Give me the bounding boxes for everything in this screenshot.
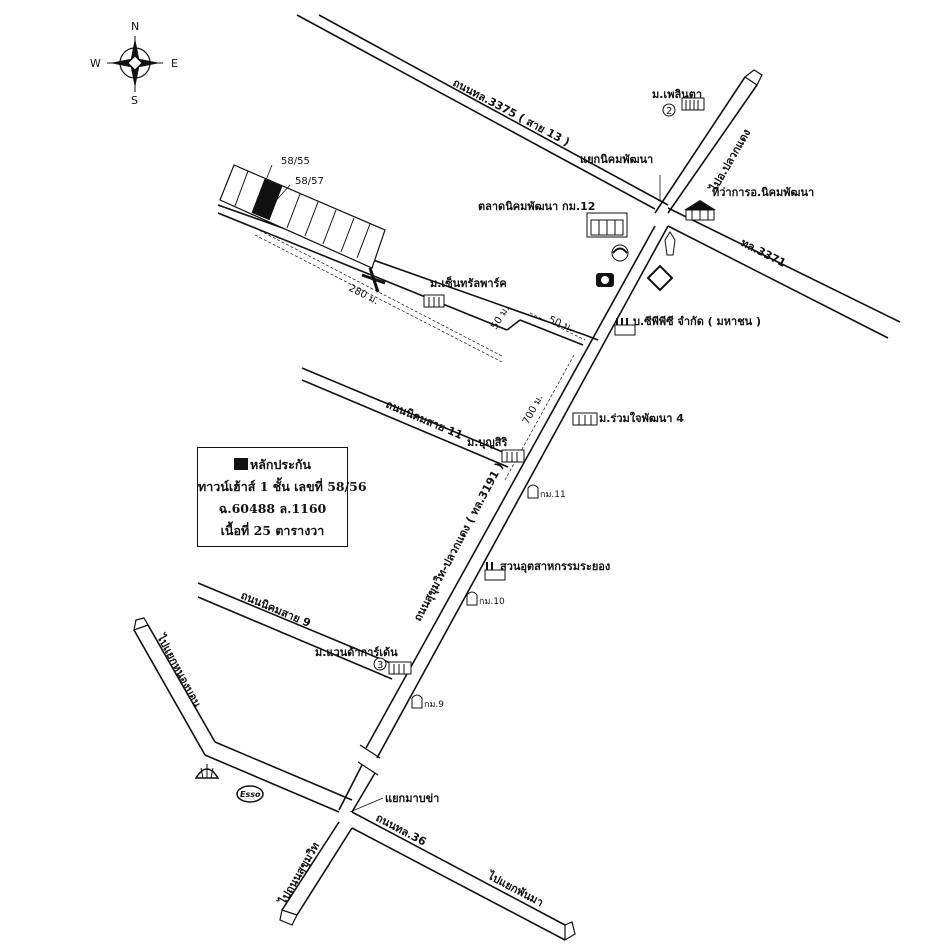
factory-icon <box>614 318 636 336</box>
road-to-pluak-daeng <box>654 69 763 214</box>
road-nikhom-11 <box>301 367 511 468</box>
road-access-soi <box>217 204 599 346</box>
km10-label: กม.10 <box>479 597 505 607</box>
market-label: ตลาดนิคมพัฒนา กม.12 <box>478 200 595 213</box>
compass-rose-icon <box>107 36 163 92</box>
compass-north: N <box>131 20 139 33</box>
village-icon <box>501 449 525 463</box>
road-36 <box>351 811 576 942</box>
road-3371 <box>667 207 901 339</box>
factory-icon <box>484 562 506 581</box>
km-marker-icon <box>527 484 539 499</box>
compass-west: W <box>90 57 101 70</box>
central-park-label: ม.เซ็นทรัลพาร์ค <box>430 276 507 290</box>
legend-line3: เนื้อที่ 25 ตารางวา <box>220 523 325 538</box>
junction-nikhom-label: แยกนิคมพัฒนา <box>580 153 653 166</box>
cpp-label: บ.ซีพีพีซี จำกัด ( มหาชน ) <box>633 315 761 328</box>
road-to-nong-bon <box>133 617 353 813</box>
distance-700m: 700 ม. <box>521 393 546 426</box>
market-building-icon <box>586 212 628 238</box>
compass-south: S <box>131 94 138 107</box>
km11-label: กม.11 <box>540 490 566 500</box>
km-marker-icon <box>411 694 423 709</box>
temple-icon <box>664 231 676 256</box>
industrial-estate-label: สวนอุตสาหกรรมระยอง <box>500 560 610 574</box>
road-to-sukhumvit-label: ไปถนนสุขุมวิท <box>274 840 323 909</box>
village-icon <box>423 294 445 308</box>
village-icon <box>681 97 705 111</box>
government-building-icon <box>684 200 716 221</box>
km9-label: กม.9 <box>424 700 444 710</box>
gate-icon <box>361 267 386 293</box>
legend-line2: ฉ.60488 ล.1160 <box>218 501 327 516</box>
road-to-nong-bon-label: ไปแยกหนองบอน <box>153 630 204 710</box>
collateral-legend: หลักประกัน ทาวน์เฮ้าส์ 1 ชั้น เลขที่ 58/… <box>197 447 367 547</box>
junction-map-cha-label: แยกมาบข่า <box>385 792 439 805</box>
km-marker-icon <box>466 591 478 606</box>
collateral-swatch-icon <box>234 458 249 470</box>
compass-east: E <box>171 57 178 70</box>
road-3191 <box>338 225 669 813</box>
legend-title: หลักประกัน <box>250 457 311 472</box>
village-icon <box>388 661 412 675</box>
ptt-logo-icon <box>611 244 629 262</box>
ruamjai-label: ม.ร่วมใจพัฒนา 4 <box>599 411 684 425</box>
boonsiri-label: ม.บุญสิริ <box>467 436 507 450</box>
lot-58-55-label: 58/55 <box>281 156 310 167</box>
distance-50m-a: 50 ม. <box>489 304 512 332</box>
phloen-ta-number: 2 <box>666 106 672 117</box>
village-icon <box>572 412 598 426</box>
bank-logo-icon <box>596 273 614 287</box>
road-break-mark-icon <box>357 744 381 776</box>
road-nikhom-9 <box>197 582 396 680</box>
legend-title-row: หลักประกัน <box>198 454 347 476</box>
road-3371-label: ทล.3371 <box>739 236 788 270</box>
road-3375-label: ถนนทล.3375 ( สาย 13 ) <box>451 76 572 149</box>
legend-line1: ทาวน์เฮ้าส์ 1 ชั้น เลขที่ 58/56 <box>198 479 367 494</box>
road-nikhom-9-label: ถนนนิคมสาย 9 <box>239 589 313 630</box>
shell-logo-icon <box>194 764 220 779</box>
district-office-label: ที่ว่าการอ.นิคมพัฒนา <box>712 184 814 199</box>
road-3375 <box>296 14 669 210</box>
road-to-pluak-daeng-label: ไปอ.ปลวกแดง <box>705 126 753 195</box>
collateral-lot-marker <box>252 179 282 220</box>
lot-58-57-label: 58/57 <box>295 176 324 187</box>
distance-50m-b: 50 ม. <box>547 315 575 335</box>
esso-label: Esso <box>240 790 261 799</box>
esso-logo-icon <box>236 785 264 803</box>
road-to-sukhumvit <box>279 821 353 926</box>
wanda-garden-number: 3 <box>377 660 383 671</box>
wanda-garden-label: ม.แวนด้าการ์เด้น <box>315 646 398 659</box>
shop-icon <box>646 264 674 292</box>
dimension-280m <box>254 227 503 363</box>
